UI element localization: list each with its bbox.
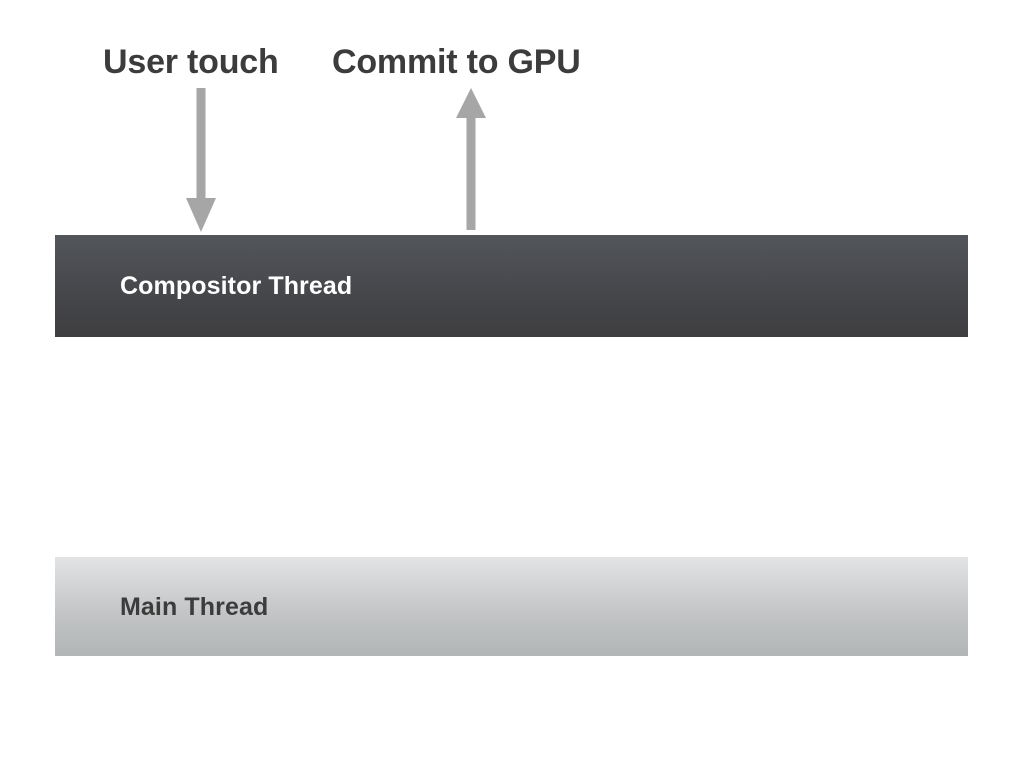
annotation-label-user-touch: User touch — [103, 43, 279, 81]
compositor-thread-label: Compositor Thread — [120, 272, 353, 300]
arrow-up-icon — [456, 88, 486, 230]
main-thread-label: Main Thread — [120, 592, 269, 621]
compositor-thread-bar: Compositor Thread — [55, 235, 968, 337]
annotation-label-commit-to-gpu: Commit to GPU — [332, 43, 581, 81]
main-thread-bar: Main Thread — [55, 557, 968, 656]
arrow-down-icon — [186, 88, 216, 232]
